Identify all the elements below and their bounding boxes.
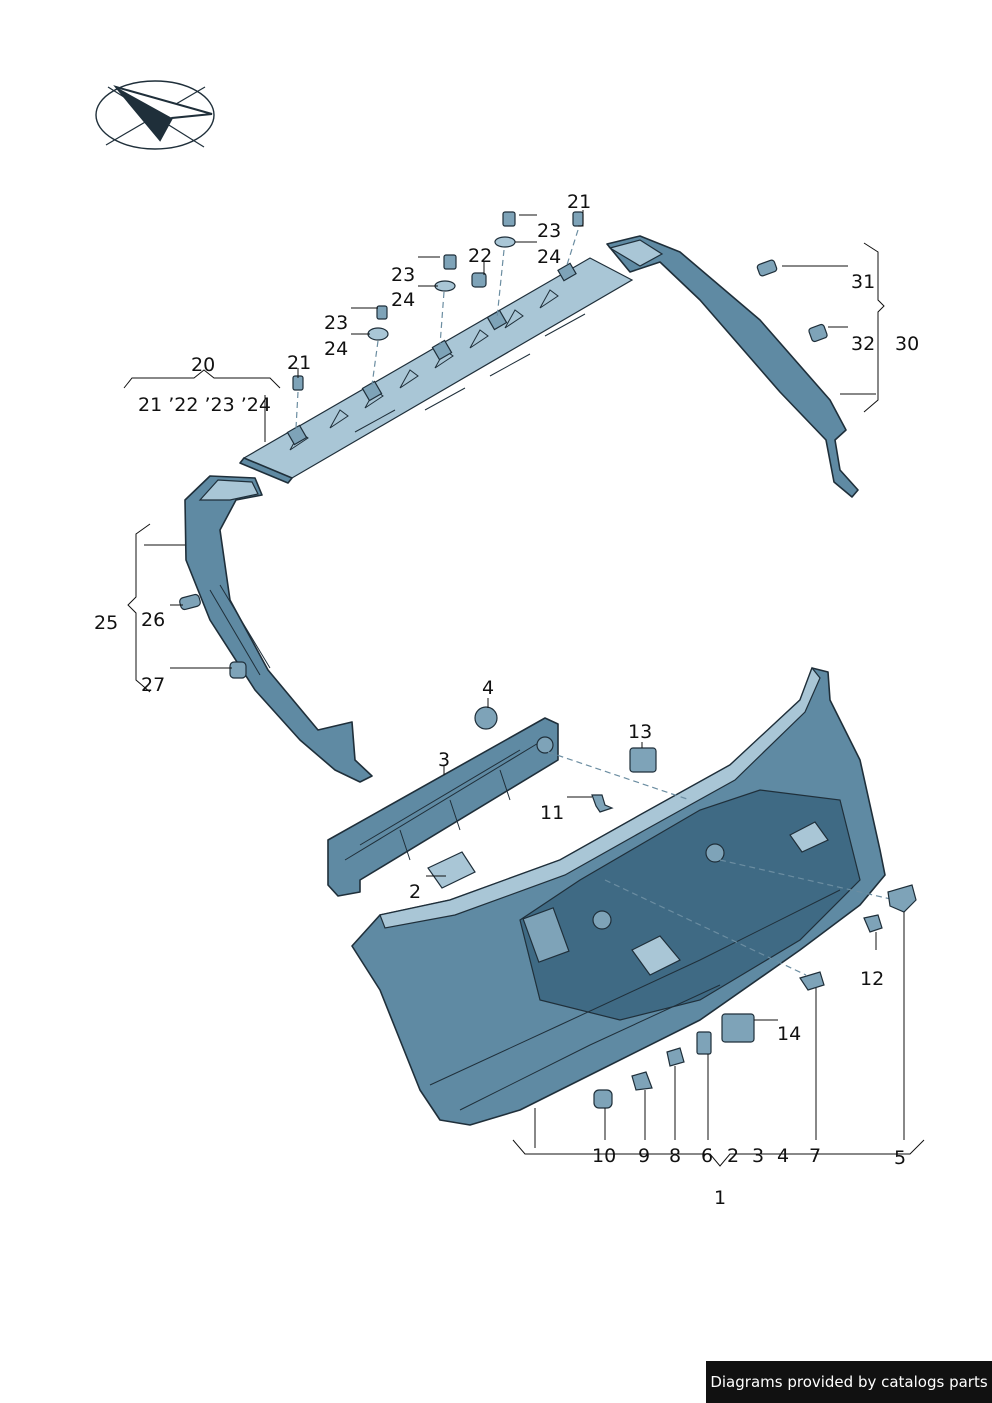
tailgate-main-panel bbox=[351, 666, 896, 1126]
callout-13: 13 bbox=[628, 721, 652, 743]
callout-21-top: 21 bbox=[567, 191, 591, 213]
callout-25: 25 bbox=[94, 612, 118, 634]
direction-logo-icon bbox=[95, 80, 215, 150]
callout-2-bot: 2 bbox=[727, 1145, 739, 1167]
tailgate-small-parts bbox=[591, 747, 917, 1109]
callout-20-sub: 21 ’22 ’23 ’24 bbox=[138, 394, 271, 416]
callout-11: 11 bbox=[540, 802, 564, 824]
attribution-footer[interactable]: Diagrams provided by catalogs parts bbox=[706, 1361, 992, 1403]
callout-10: 10 bbox=[592, 1145, 616, 1167]
callout-30: 30 bbox=[895, 333, 919, 355]
callout-4-top: 4 bbox=[482, 677, 494, 699]
callout-3-bot: 3 bbox=[752, 1145, 764, 1167]
leader-lines bbox=[123, 210, 925, 1167]
callout-6: 6 bbox=[701, 1145, 713, 1167]
callout-2-left: 2 bbox=[409, 881, 421, 903]
clip-parts-upper bbox=[292, 211, 584, 429]
callout-23-c: 23 bbox=[324, 312, 348, 334]
callout-27: 27 bbox=[141, 674, 165, 696]
callout-4-bot: 4 bbox=[777, 1145, 789, 1167]
callout-9: 9 bbox=[638, 1145, 650, 1167]
callout-23-b: 23 bbox=[391, 264, 415, 286]
callout-24-c: 24 bbox=[324, 338, 348, 360]
handle-strip bbox=[327, 706, 559, 897]
callout-24-a: 24 bbox=[537, 246, 561, 268]
callout-14: 14 bbox=[777, 1023, 801, 1045]
callout-21-left: 21 bbox=[287, 352, 311, 374]
callout-22: 22 bbox=[468, 245, 492, 267]
callout-32: 32 bbox=[851, 333, 875, 355]
callout-3-top: 3 bbox=[438, 749, 450, 771]
callout-7: 7 bbox=[809, 1145, 821, 1167]
callout-20: 20 bbox=[191, 354, 215, 376]
callout-12: 12 bbox=[860, 968, 884, 990]
left-pillar-trim bbox=[179, 475, 373, 783]
callout-24-b: 24 bbox=[391, 289, 415, 311]
upper-trim-panel bbox=[239, 257, 634, 484]
right-pillar-trim bbox=[606, 235, 859, 498]
callout-5: 5 bbox=[894, 1147, 906, 1169]
callout-labels: 21 23 24 22 23 24 23 24 20 21 21 ’22 ’23… bbox=[94, 191, 919, 1209]
callout-1: 1 bbox=[714, 1187, 726, 1209]
callout-26: 26 bbox=[141, 609, 165, 631]
callout-8: 8 bbox=[669, 1145, 681, 1167]
callout-31: 31 bbox=[851, 271, 875, 293]
callout-23-a: 23 bbox=[537, 220, 561, 242]
